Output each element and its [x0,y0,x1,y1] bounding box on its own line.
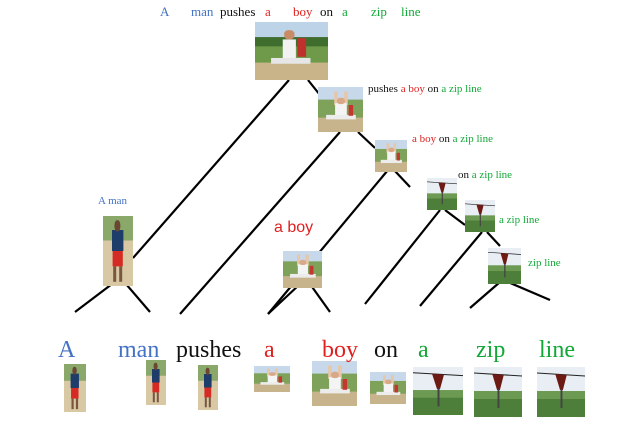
tree-edge [364,209,441,305]
leaf-image-on [370,372,406,404]
top-word: a [265,4,271,19]
leaf-image-a [64,364,86,412]
top-word: pushes [220,4,255,19]
phrase-segment: zip line [528,257,561,269]
phrase-segment: a zip line [472,169,512,181]
tree-edge [469,281,501,309]
tree-edge [74,283,113,313]
phrase-label-p1: pushes a boy on a zip line [368,83,482,95]
tree-edge [444,209,466,226]
top-word: on [320,4,334,19]
top-word: man [191,4,214,19]
node-a-zip-line-image [464,199,496,233]
leaf-image-pushes [198,365,218,410]
tree-edge [393,169,411,188]
phrase-segment: on [428,83,442,95]
leaf-word: man [118,337,159,363]
top-word: line [401,4,421,19]
phrase-segment: a zip line [441,83,481,95]
leaf-word: a [264,337,275,363]
tree-edge [486,231,501,247]
phrase-segment: on [458,169,472,181]
leaf-image-a-3 [412,366,464,416]
leaf-image-a-2 [254,366,290,392]
node-a-man-image [103,216,133,286]
leaf-image-man [146,360,166,405]
tree-edges [74,79,551,315]
tree-edge [267,283,301,315]
leaf-words: A man pushes a boy on a zip line [58,337,575,363]
tree-edge [125,283,151,313]
tree-edge [507,280,551,302]
node-pushes-image [318,87,363,132]
tree-edge [179,131,341,315]
phrase-label-p2: a boy on a zip line [412,133,493,145]
leaf-word: on [374,337,398,363]
leaf-word: pushes [176,337,241,363]
tree-edge [309,283,331,313]
node-a-boy-on-image [375,140,407,172]
phrase-segment: a boy [274,219,313,236]
leaf-image-boy [312,361,357,406]
phrase-segment: a zip line [499,214,539,226]
leaf-image-line [536,366,586,418]
phrase-segment: a boy [401,83,428,95]
tree-edge [419,231,483,307]
tree-edge [267,169,389,315]
phrase-label-p4: a zip line [499,214,539,226]
tree-edge [357,131,376,149]
node-on-image [426,177,458,211]
node-zip-line-image [487,247,522,285]
phrase-label-a-man: A man [98,195,128,207]
top-sentence: A man pushes a boy on a zip line [160,4,421,19]
phrase-segment: a boy [412,133,439,145]
phrase-label-a-boy: a boy [274,219,313,236]
phrase-segment: a zip line [453,133,493,145]
leaf-word: A [58,337,76,363]
top-word: boy [293,4,313,19]
leaf-word: zip [476,337,505,363]
phrase-segment: A man [98,195,128,207]
top-word: zip [371,4,387,19]
root-node-image [255,22,328,80]
phrase-segment: on [439,133,453,145]
leaf-word: line [539,337,575,363]
leaf-word: a [418,337,429,363]
phrase-label-p5: zip line [528,257,561,269]
tree-edge [132,79,290,259]
top-word: A [160,4,170,19]
leaf-word: boy [322,337,358,363]
node-a-boy-image [283,251,322,288]
leaf-image-zip [473,366,523,418]
top-word: a [342,4,348,19]
phrase-label-p3: on a zip line [458,169,512,181]
phrase-segment: pushes [368,83,401,95]
